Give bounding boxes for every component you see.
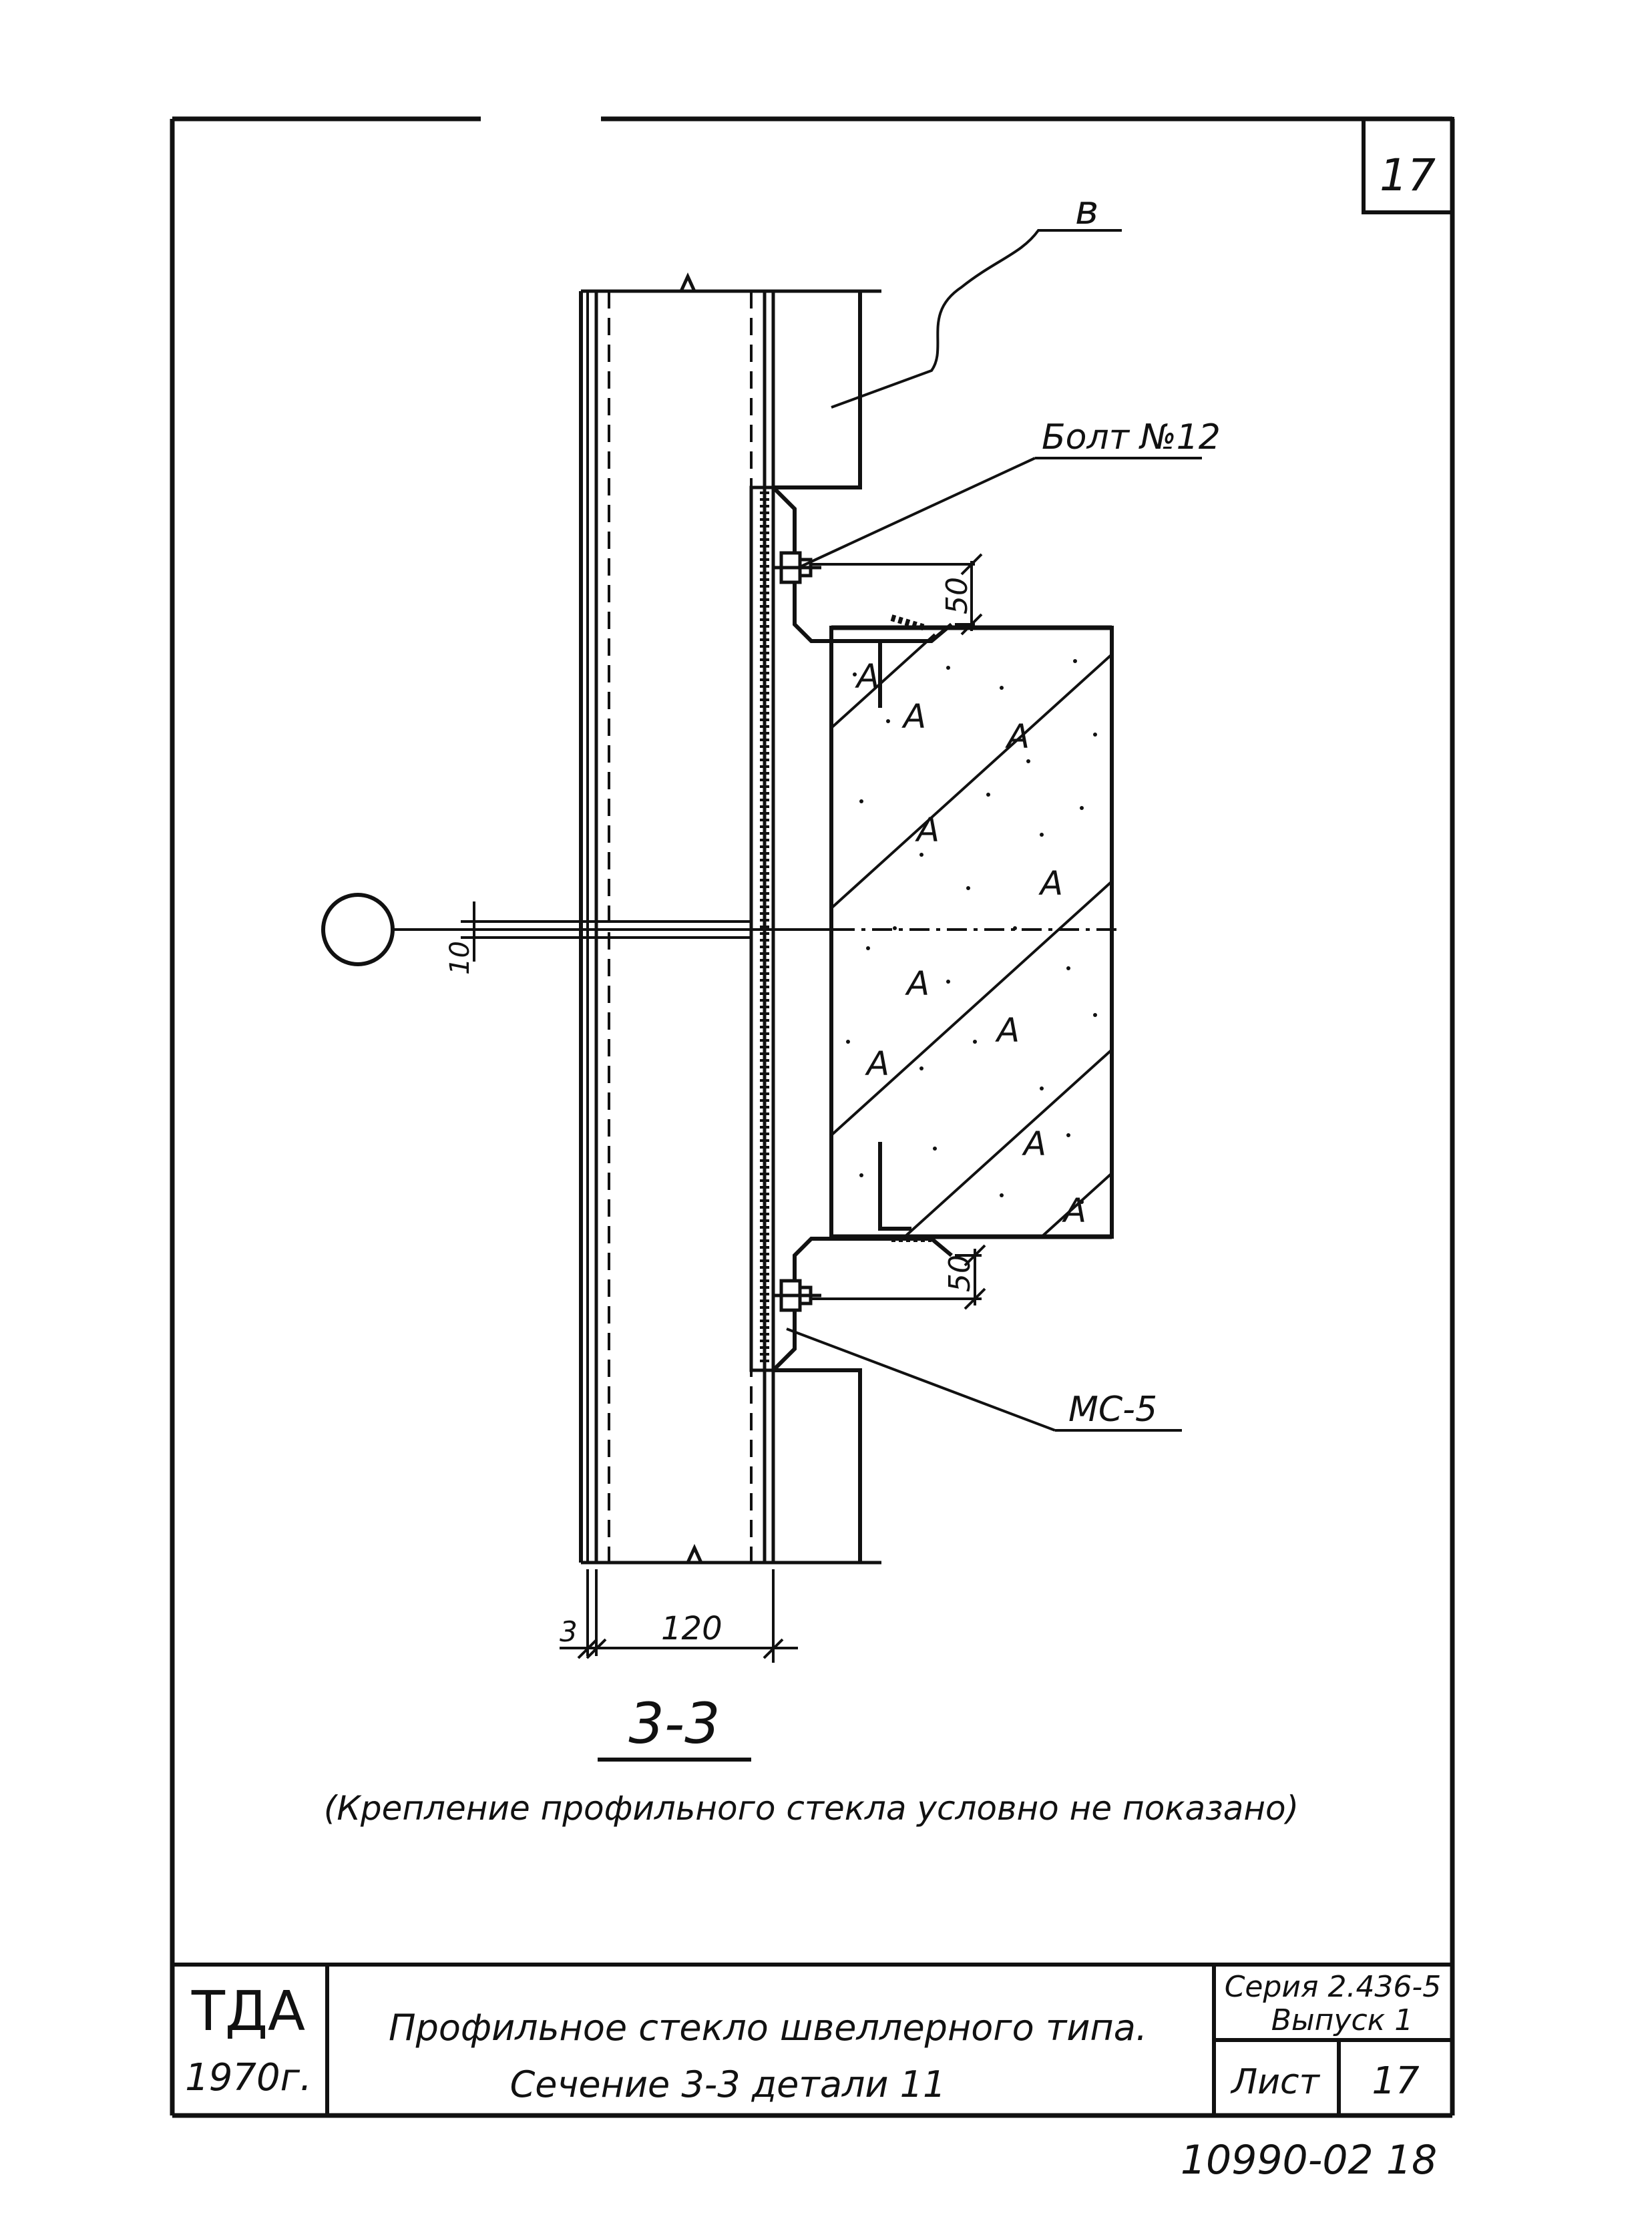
hatch-letter: A <box>865 1044 889 1083</box>
dim-label-50-top: 50 <box>940 577 974 614</box>
title-block-sheet-number: 17 <box>1372 2059 1420 2103</box>
section-title: 3-3 <box>628 1691 720 1756</box>
dim-label-10: 10 <box>445 941 475 975</box>
bolts <box>775 551 821 1312</box>
hatch-letter: A <box>1038 864 1063 903</box>
hatch-letter: A <box>1005 717 1030 756</box>
hatch-letter: A <box>901 697 926 736</box>
hatch-letter: A <box>855 657 879 696</box>
dimension-lines <box>560 553 986 1663</box>
corner-sheet-number: 17 <box>1380 150 1436 201</box>
hatch-letter: A <box>915 811 940 849</box>
hatch-letter: A <box>1062 1191 1086 1230</box>
label-leader-top: в <box>1075 187 1098 234</box>
title-block-year: 1970г. <box>185 2056 312 2099</box>
dim-label-3: 3 <box>560 1615 578 1648</box>
dim-label-50-bottom: 50 <box>943 1255 977 1292</box>
dim-label-120: 120 <box>661 1610 722 1647</box>
leader-lines <box>786 229 1202 1432</box>
title-block: ТДА 1970г. Профильное стекло швеллерного… <box>172 1963 1452 2115</box>
title-block-org: ТДА <box>191 1980 305 2043</box>
labels: в Болт №12 МС-5 50 50 10 3 120 <box>445 187 1221 1648</box>
corner-number-box: 17 <box>1362 117 1454 214</box>
concrete-block: A A A A A A A A A A <box>829 625 1114 1239</box>
drawing-frame <box>170 116 1455 2118</box>
title-block-series: Серия 2.436-5 <box>1225 1970 1442 2004</box>
label-gasket: МС-5 <box>1068 1390 1157 1430</box>
title-block-title-line1: Профильное стекло швеллерного типа. <box>389 2007 1147 2049</box>
axis-line <box>321 893 1122 966</box>
title-block-title-line2: Сечение 3-3 детали 11 <box>510 2063 946 2105</box>
title-block-sheet-label: Лист <box>1230 2062 1320 2102</box>
hatch-letter: A <box>905 964 930 1003</box>
section-caption: 3-3 (Крепление профильного стекла условн… <box>324 1691 1299 1828</box>
label-bolt: Болт №12 <box>1042 417 1221 457</box>
section-note: (Крепление профильного стекла условно не… <box>324 1789 1299 1828</box>
hatch-letter: A <box>1022 1125 1046 1163</box>
wall-frames <box>773 291 862 1563</box>
hatch-letter: A <box>995 1011 1020 1050</box>
title-block-issue: Выпуск 1 <box>1271 2003 1413 2037</box>
angle-brackets <box>771 485 953 1372</box>
bottom-code: 10990-02 18 <box>1181 2137 1437 2184</box>
